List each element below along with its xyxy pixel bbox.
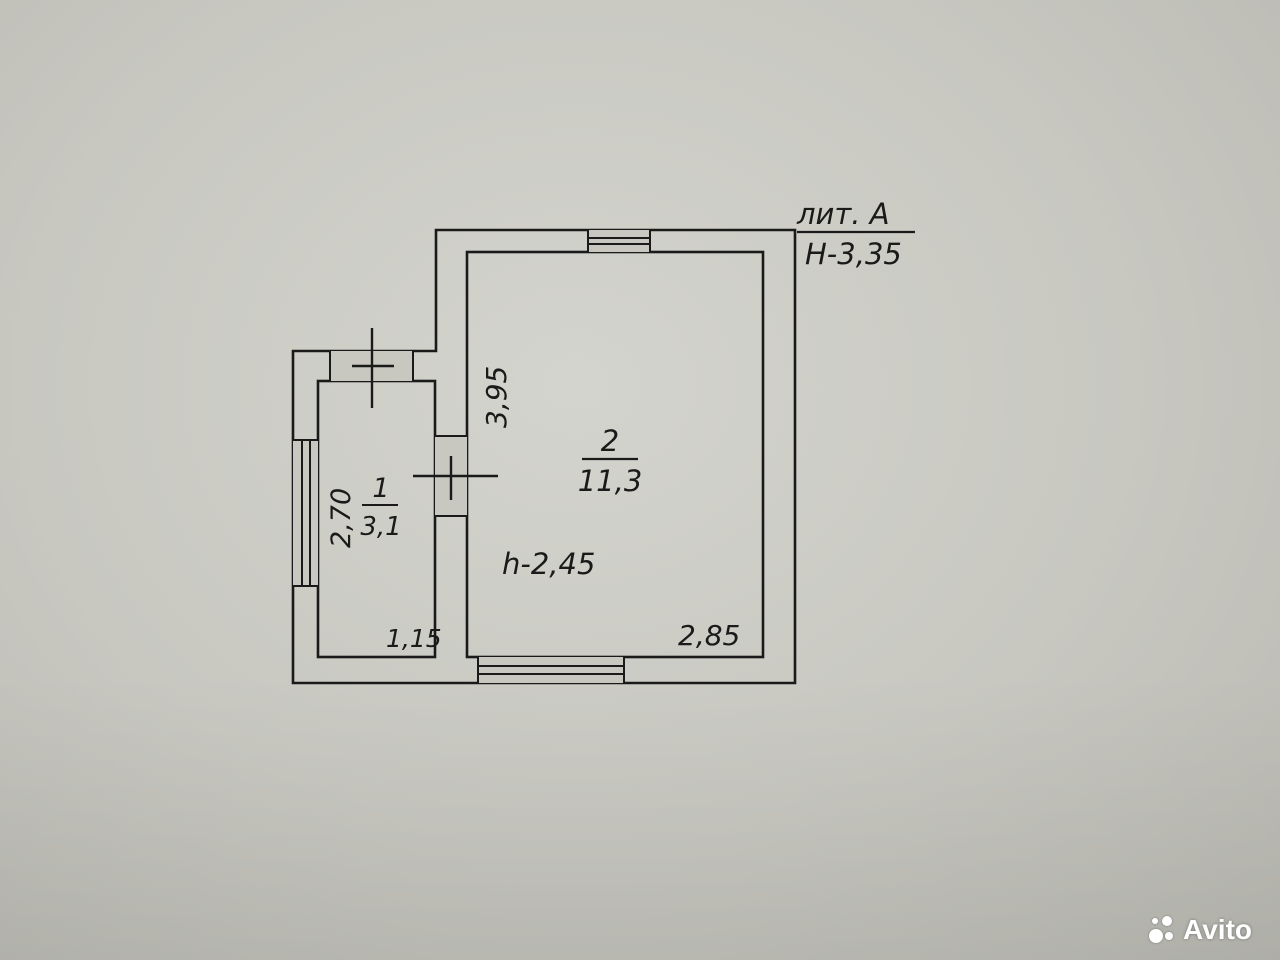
room-2-area: 11,3 bbox=[578, 464, 643, 498]
outer-wall bbox=[291, 228, 797, 685]
avito-watermark: Avito bbox=[1147, 914, 1252, 946]
window-top bbox=[587, 230, 651, 252]
building-letter: лит. А bbox=[796, 197, 890, 231]
window-bottom bbox=[477, 657, 625, 683]
building-label: лит. А Н-3,35 bbox=[796, 197, 915, 271]
ceiling-height: h-2,45 bbox=[502, 547, 595, 581]
room-1-area: 3,1 bbox=[360, 512, 401, 542]
watermark-text: Avito bbox=[1183, 914, 1252, 945]
door-interior bbox=[413, 435, 498, 517]
room-2-width: 2,85 bbox=[678, 619, 740, 652]
room-1-label: 1 3,1 bbox=[360, 473, 401, 542]
room-2-label: 2 11,3 bbox=[578, 424, 643, 498]
room-1-length: 2,70 bbox=[326, 488, 357, 548]
room-2-number: 2 bbox=[601, 424, 619, 458]
room-2-length: 3,95 bbox=[480, 366, 513, 428]
room-1-width: 1,15 bbox=[386, 624, 442, 653]
building-height: Н-3,35 bbox=[805, 237, 902, 271]
room-1-number: 1 bbox=[372, 473, 389, 504]
window-left bbox=[293, 439, 318, 587]
avito-logo-icon bbox=[1147, 915, 1177, 945]
door-entry bbox=[329, 328, 414, 408]
